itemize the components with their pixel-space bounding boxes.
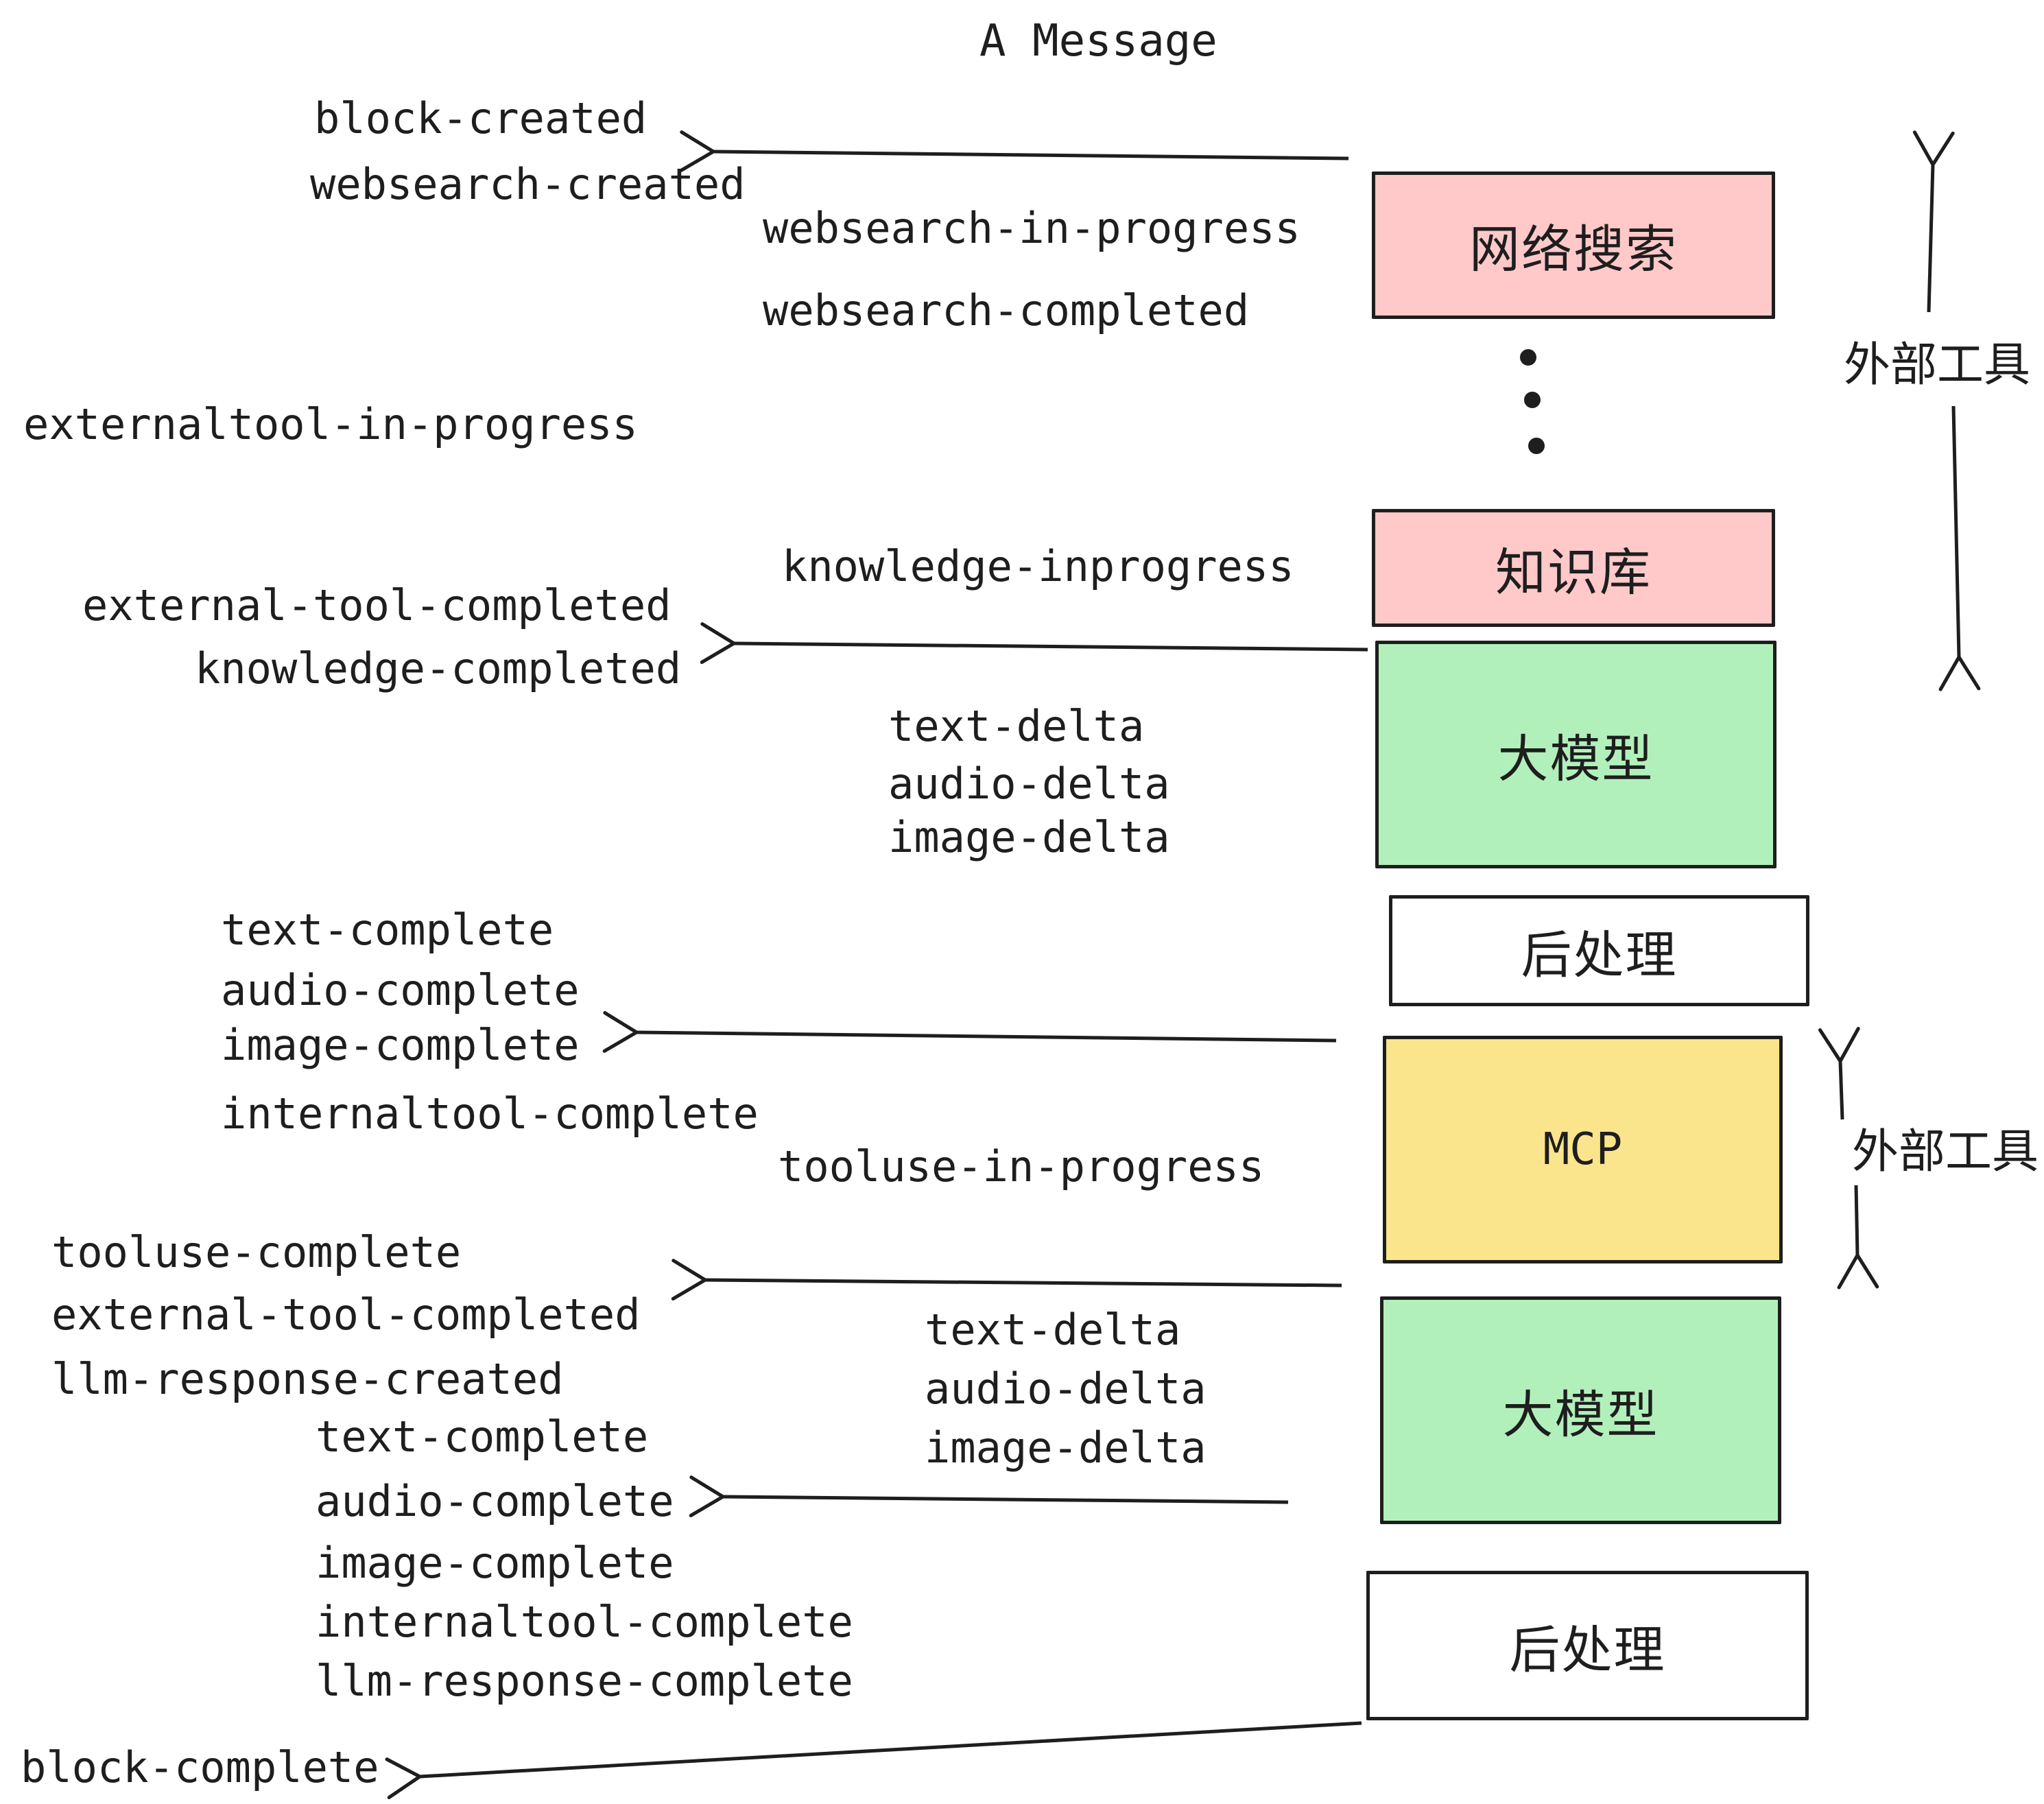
- box-knowledge-label: 知识库: [1495, 543, 1652, 601]
- arrow-block-complete: [385, 1721, 1362, 1799]
- box-mcp: MCP: [1383, 1036, 1783, 1263]
- event-externaltool-in-progress: externaltool-in-progress: [23, 399, 638, 449]
- box-postprocess-2: 后处理: [1366, 1571, 1809, 1720]
- event-text-complete-2: text-complete: [316, 1412, 649, 1462]
- event-audio-complete-1: audio-complete: [221, 965, 580, 1015]
- external-tools-bottom-label: 外部工具: [1852, 1126, 2039, 1178]
- box-llm-2: 大模型: [1380, 1296, 1781, 1524]
- event-tooluse-in-progress: tooluse-in-progress: [778, 1141, 1265, 1191]
- box-postprocess-2-label: 后处理: [1509, 1621, 1666, 1678]
- box-postprocess-1: 后处理: [1389, 895, 1809, 1006]
- arrow-audio-complete-2: [689, 1475, 1289, 1517]
- event-websearch-in-progress: websearch-in-progress: [763, 203, 1300, 253]
- box-postprocess-1-label: 后处理: [1521, 926, 1678, 984]
- event-websearch-created: websearch-created: [310, 159, 746, 209]
- event-block-complete: block-complete: [21, 1742, 379, 1792]
- event-audio-delta-2: audio-delta: [925, 1364, 1207, 1414]
- event-text-delta-1: text-delta: [888, 701, 1145, 751]
- arrow-external-tools-top-down: [1938, 405, 1981, 691]
- event-websearch-completed: websearch-completed: [763, 285, 1250, 335]
- event-internaltool-complete-2: internaltool-complete: [316, 1597, 853, 1647]
- arrow-tooluse-complete: [671, 1259, 1342, 1301]
- event-image-complete-1: image-complete: [221, 1020, 580, 1070]
- box-websearch: 网络搜索: [1372, 171, 1775, 319]
- event-internaltool-complete-1: internaltool-complete: [221, 1089, 759, 1139]
- arrow-websearch-created: [679, 130, 1349, 172]
- event-knowledge-completed: knowledge-completed: [195, 643, 682, 693]
- event-tooluse-complete: tooluse-complete: [51, 1227, 462, 1277]
- event-knowledge-inprogress: knowledge-inprogress: [782, 541, 1294, 591]
- event-image-complete-2: image-complete: [316, 1538, 674, 1588]
- arrow-external-tools-bottom-up: [1818, 1027, 1860, 1120]
- event-audio-complete-2: audio-complete: [316, 1476, 674, 1526]
- event-image-delta-1: image-delta: [888, 812, 1170, 862]
- box-mcp-label: MCP: [1543, 1124, 1623, 1175]
- arrow-external-tools-top-up: [1912, 130, 1955, 313]
- box-llm-1-label: 大模型: [1497, 730, 1654, 787]
- box-knowledge: 知识库: [1372, 509, 1775, 627]
- event-llm-response-complete: llm-response-complete: [316, 1656, 853, 1706]
- event-image-delta-2: image-delta: [925, 1423, 1207, 1473]
- event-text-delta-2: text-delta: [925, 1305, 1181, 1355]
- event-external-tool-completed-1: external-tool-completed: [82, 580, 672, 630]
- ellipsis-dots: [1520, 349, 1545, 454]
- event-llm-response-created: llm-response-created: [51, 1354, 564, 1404]
- box-llm-2-label: 大模型: [1502, 1386, 1659, 1443]
- box-llm-1: 大模型: [1375, 641, 1776, 868]
- event-text-complete-1: text-complete: [221, 905, 554, 955]
- event-block-created: block-created: [314, 93, 647, 143]
- event-external-tool-completed-2: external-tool-completed: [51, 1290, 641, 1340]
- arrow-external-tools-bottom-down: [1837, 1185, 1879, 1290]
- box-websearch-label: 网络搜索: [1469, 221, 1678, 278]
- external-tools-top-label: 外部工具: [1844, 339, 2031, 391]
- diagram-title: A Message: [979, 16, 1217, 67]
- event-audio-delta-1: audio-delta: [888, 759, 1170, 809]
- arrow-image-complete-1: [602, 1011, 1337, 1053]
- arrow-knowledge-completed: [700, 622, 1368, 664]
